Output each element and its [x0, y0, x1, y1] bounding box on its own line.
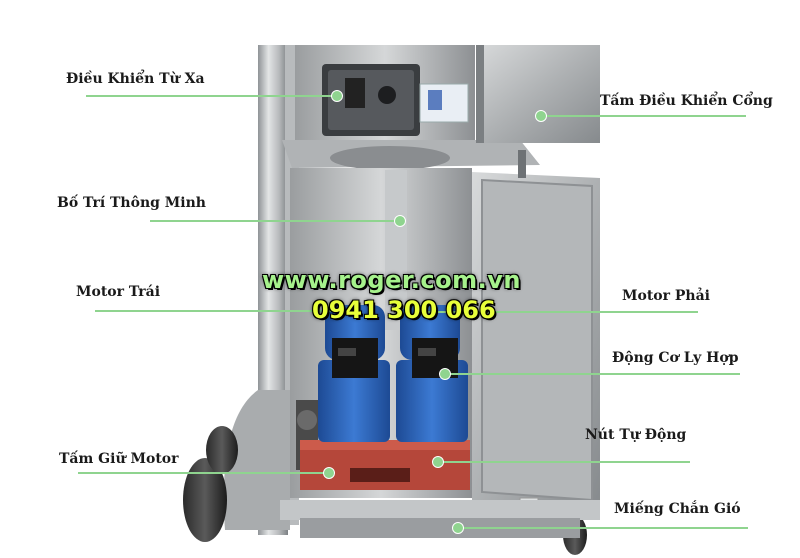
marker-auto-button: [432, 456, 444, 468]
leader-line-wind-shield: [458, 527, 748, 529]
label-gate-control-panel: Tấm Điều Khiển Cổng: [600, 93, 773, 109]
marker-smart-layout: [394, 215, 406, 227]
marker-gate-control-panel: [535, 110, 547, 122]
marker-remote-control: [331, 90, 343, 102]
leader-line-motor-holder-plate: [78, 472, 328, 474]
leader-line-left-motor: [95, 310, 350, 312]
leader-line-gate-control-panel: [540, 115, 746, 117]
leader-line-right-motor: [420, 311, 698, 313]
label-motor-holder-plate: Tấm Giữ Motor: [59, 451, 179, 467]
leader-line-clutch-motor: [445, 373, 740, 375]
label-left-motor: Motor Trái: [76, 284, 161, 300]
leader-line-remote-control: [86, 95, 336, 97]
leader-line-auto-button: [438, 461, 690, 463]
label-wind-shield: Miếng Chắn Gió: [614, 501, 741, 517]
marker-motor-holder-plate: [323, 467, 335, 479]
leader-line-smart-layout: [150, 220, 400, 222]
label-right-motor: Motor Phải: [622, 288, 710, 304]
phone-watermark: 0941 300 066: [312, 296, 496, 324]
label-remote-control: Điều Khiển Từ Xa: [66, 71, 205, 87]
label-clutch-motor: Động Cơ Ly Hợp: [612, 350, 739, 366]
label-smart-layout: Bố Trí Thông Minh: [57, 195, 206, 211]
label-auto-button: Nút Tự Động: [585, 427, 687, 443]
website-watermark: www.roger.com.vn: [262, 266, 521, 294]
marker-wind-shield: [452, 522, 464, 534]
marker-clutch-motor: [439, 368, 451, 380]
